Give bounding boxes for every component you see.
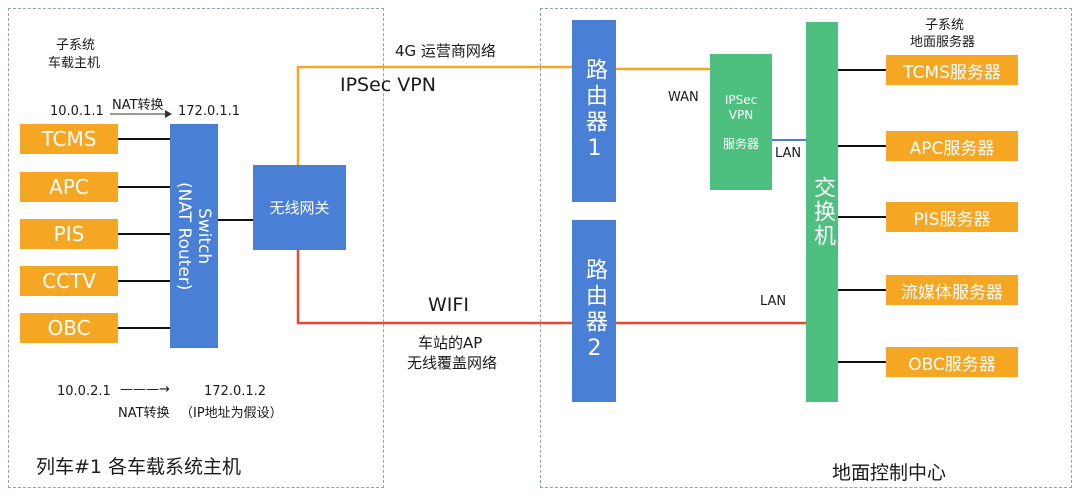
- ground-region: [540, 8, 1072, 488]
- vpn-server-label-3: 服务器: [722, 136, 759, 151]
- vpn-server: IPSec VPN 服务器: [710, 54, 772, 190]
- lan-label-2: LAN: [760, 294, 787, 309]
- ap-label-2: 无线覆盖网络: [407, 354, 498, 372]
- device-cctv: CCTV: [20, 266, 118, 296]
- ap-label-1: 车站的AP: [418, 334, 483, 352]
- train-region: [8, 8, 384, 488]
- router-2-label: 路由器2: [582, 257, 607, 365]
- device-tcms: TCMS: [20, 124, 118, 154]
- vpn-label: IPSec VPN: [340, 74, 436, 96]
- device-apc: APC: [20, 172, 118, 202]
- nat-switch: Switch (NAT Router): [170, 124, 218, 348]
- nat-bottom-note: （IP地址为假设）: [180, 406, 283, 421]
- nat-bottom-left-ip: 10.0.2.1: [57, 384, 111, 399]
- wifi-label: WIFI: [428, 294, 469, 316]
- nat-bottom-label: NAT转换: [118, 406, 170, 421]
- device-pis: PIS: [20, 219, 118, 249]
- carrier-network-label: 4G 运营商网络: [395, 42, 496, 60]
- train-region-title: 列车#1 各车载系统主机: [36, 456, 242, 478]
- router-1: 路由器1: [572, 20, 616, 202]
- vpn-line: [296, 65, 572, 165]
- train-subsystem-label-2: 车载主机: [48, 56, 101, 71]
- nat-top-label: NAT转换: [112, 98, 164, 113]
- server-media: 流媒体服务器: [886, 275, 1018, 305]
- nat-top-right-ip: 172.0.1.1: [178, 104, 241, 119]
- server-tcms: TCMS服务器: [886, 55, 1018, 85]
- train-subsystem-label-1: 子系统: [56, 38, 96, 53]
- wan-label: WAN: [668, 90, 699, 105]
- server-obc: OBC服务器: [886, 347, 1018, 377]
- router-1-label: 路由器1: [582, 57, 607, 165]
- wifi-line: [296, 250, 572, 325]
- server-apc: APC服务器: [886, 131, 1018, 161]
- lan-label-1: LAN: [775, 146, 802, 161]
- nat-bottom-right-ip: 172.0.1.2: [204, 384, 267, 399]
- core-switch: 交换机: [806, 22, 838, 402]
- switch-label-2: (NAT Router): [174, 181, 194, 291]
- vpn-server-label-2: VPN: [728, 107, 754, 122]
- router-2: 路由器2: [572, 220, 616, 402]
- nat-top-left-ip: 10.0.1.1: [50, 104, 104, 119]
- wireless-gateway: 无线网关: [253, 165, 346, 250]
- ground-subsystem-label-2: 地面服务器: [910, 35, 976, 50]
- core-switch-label: 交换机: [810, 176, 835, 248]
- server-pis: PIS服务器: [886, 202, 1018, 232]
- nat-bottom-arrow: ———→: [120, 382, 170, 397]
- ground-subsystem-label-1: 子系统: [925, 18, 965, 33]
- ground-region-title: 地面控制中心: [832, 462, 947, 484]
- switch-label-1: Switch: [194, 207, 214, 265]
- vpn-server-label-1: IPSec: [724, 92, 758, 107]
- device-obc: OBC: [20, 313, 118, 343]
